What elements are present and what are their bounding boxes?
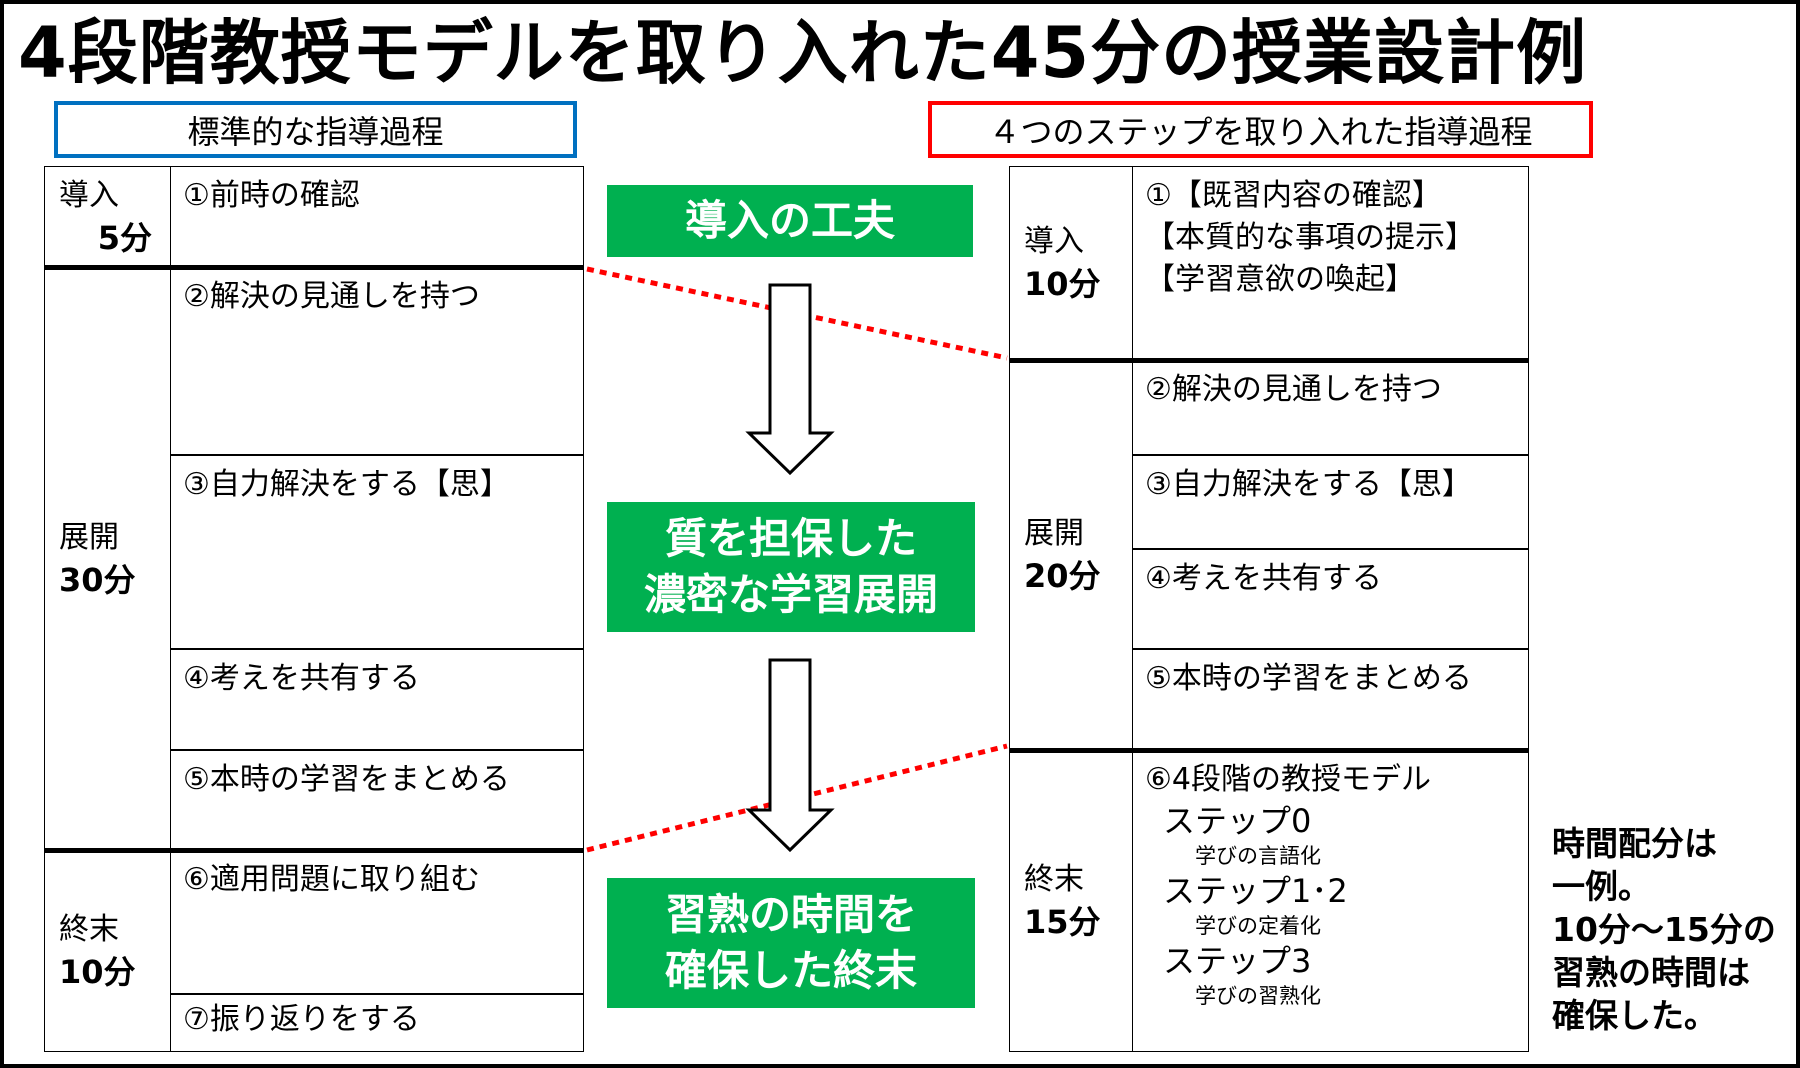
phase-closing: 終末 15分	[1009, 750, 1133, 1052]
phase-development: 展開 20分	[1009, 360, 1133, 750]
model-step-desc: 学びの習熟化	[1195, 984, 1321, 1008]
phase-name: 導入	[59, 177, 119, 213]
step-cell: ③自力解決をする【思】	[170, 455, 584, 649]
phase-name: 終末	[1024, 862, 1084, 897]
step-cell: ②解決の見通しを持つ	[170, 267, 584, 455]
time-allocation-note: 時間配分は 一例。 10分～15分の 習熟の時間は 確保した。	[1552, 822, 1792, 1037]
note-line: 習熟の時間は	[1552, 953, 1750, 992]
phase-divider	[1009, 358, 1529, 363]
intro-line: 【本質的な事項の提示】	[1145, 220, 1475, 255]
box-line: 質を担保した	[664, 514, 917, 563]
step-cell: ⑦振り返りをする	[170, 994, 584, 1052]
model-step: ステップ3	[1163, 942, 1312, 980]
phase-divider	[1009, 748, 1529, 753]
note-line: 時間配分は	[1552, 824, 1717, 863]
down-arrow-icon	[745, 283, 835, 476]
mastery-time-box: 習熟の時間を 確保した終末	[607, 878, 975, 1008]
phase-time: 15分	[1024, 903, 1101, 941]
step-cell: ②解決の見通しを持つ	[1132, 360, 1529, 455]
box-line: 確保した終末	[664, 946, 917, 995]
model-step: ステップ1･2	[1163, 872, 1348, 910]
phase-time: 20分	[1024, 557, 1101, 595]
note-line: 確保した。	[1552, 996, 1717, 1035]
intro-cell: ①【既習内容の確認】 【本質的な事項の提示】 【学習意欲の喚起】	[1132, 166, 1529, 360]
step-cell: ③自力解決をする【思】	[1132, 455, 1529, 549]
phase-closing: 終末 10分	[44, 850, 171, 1052]
step-cell: ①前時の確認	[170, 166, 584, 267]
phase-name: 展開	[59, 519, 119, 555]
phase-name: 導入	[1024, 224, 1084, 259]
phase-intro: 導入 10分	[1009, 166, 1133, 360]
intro-line: ①【既習内容の確認】	[1145, 178, 1442, 213]
phase-development: 展開 30分	[44, 267, 171, 850]
model-step-desc: 学びの言語化	[1195, 844, 1321, 868]
box-line: 濃密な学習展開	[643, 570, 938, 619]
step-cell: ④考えを共有する	[170, 649, 584, 750]
model-step: ステップ0	[1163, 802, 1312, 840]
intro-innovation-box: 導入の工夫	[607, 185, 973, 257]
phase-divider	[44, 265, 584, 270]
phase-time: 10分	[59, 953, 136, 991]
model-heading: ⑥4段階の教授モデル	[1145, 762, 1431, 797]
dense-learning-box: 質を担保した 濃密な学習展開	[607, 502, 975, 632]
step-cell: ④考えを共有する	[1132, 549, 1529, 649]
note-line: 一例。	[1552, 867, 1651, 906]
standard-process-header: 標準的な指導過程	[54, 101, 577, 158]
box-line: 習熟の時間を	[664, 890, 917, 939]
note-line: 10分～15分の	[1552, 910, 1776, 949]
four-stage-model-cell: ⑥4段階の教授モデル ステップ0 学びの言語化 ステップ1･2 学びの定着化 ス…	[1132, 750, 1529, 1052]
model-step-desc: 学びの定着化	[1195, 914, 1321, 938]
step-cell: ⑤本時の学習をまとめる	[170, 750, 584, 850]
phase-time: 10分	[1024, 265, 1101, 303]
phase-time: 30分	[59, 560, 136, 599]
step-cell: ⑥適用問題に取り組む	[170, 850, 584, 994]
phase-name: 終末	[59, 912, 119, 947]
four-step-process-header: ４つのステップを取り入れた指導過程	[928, 101, 1593, 158]
phase-name: 展開	[1024, 516, 1084, 551]
phase-divider	[44, 848, 584, 853]
page-title: 4段階教授モデルを取り入れた45分の授業設計例	[18, 12, 1588, 94]
step-cell: ⑤本時の学習をまとめる	[1132, 649, 1529, 750]
phase-time: 5分	[97, 218, 152, 257]
intro-line: 【学習意欲の喚起】	[1145, 262, 1415, 297]
down-arrow-icon	[745, 658, 835, 853]
